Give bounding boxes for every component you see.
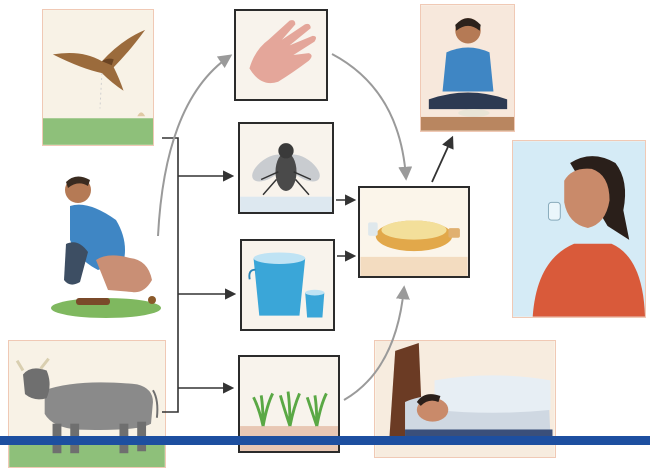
bird-illustration [43, 10, 153, 145]
man-panel [48, 160, 166, 320]
cow-illustration [9, 341, 165, 467]
hand-panel [234, 9, 328, 101]
man-illustration [48, 160, 166, 320]
eating-panel [420, 4, 515, 132]
water-illustration [242, 241, 333, 329]
cow-panel [8, 340, 166, 468]
arrow-food-to-eating [432, 138, 452, 182]
fly-panel [238, 122, 334, 214]
food-panel [358, 186, 470, 278]
eating-illustration [421, 5, 514, 131]
drinking-panel [512, 140, 646, 318]
water-panel [240, 239, 335, 331]
bottom-blue-band [0, 436, 650, 445]
arrow-hand-to-food [332, 54, 406, 178]
fly-illustration [240, 124, 332, 212]
food-illustration [360, 188, 468, 276]
drinking-illustration [513, 141, 645, 317]
hand-illustration [236, 11, 326, 99]
arrow-man-to-hand [158, 56, 230, 236]
bird-panel [42, 9, 154, 146]
